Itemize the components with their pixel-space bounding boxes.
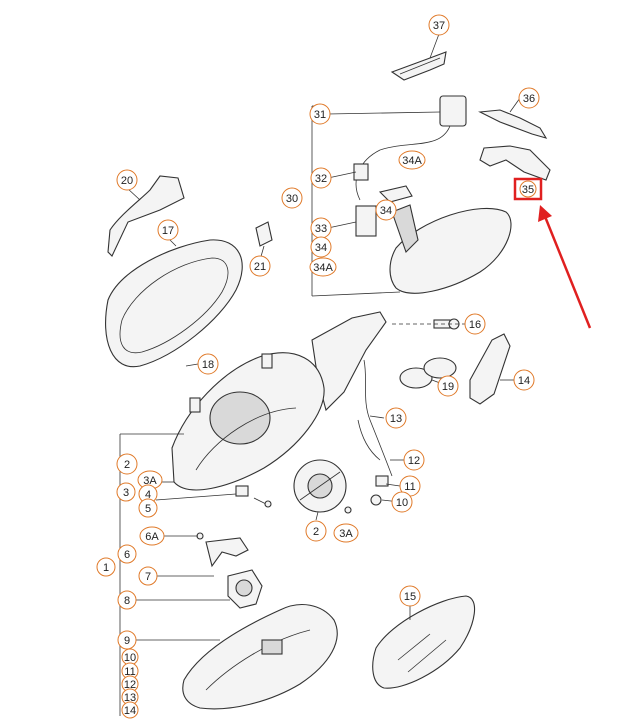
part-14-side-bracket [469,333,511,405]
callout-2-lower: 2 [305,520,327,542]
callouts: 37 36 31 34A 32 30 34 35 33 34 34A 20 17… [96,14,543,719]
svg-text:2: 2 [124,459,130,471]
svg-text:3A: 3A [143,475,157,487]
callout-34: 34 [310,236,332,258]
part-mirror-glass-small [389,204,512,294]
svg-text:15: 15 [404,591,416,603]
part-31-harness [353,95,467,237]
part-19-pair [399,357,457,389]
svg-text:18: 18 [202,359,214,371]
svg-text:8: 8 [124,595,130,607]
svg-text:9: 9 [124,635,130,647]
callout-34a: 34A [309,257,337,277]
part-37-clip [390,51,447,81]
part-15-mirror-glass [372,595,476,689]
callout-3: 3 [116,482,136,502]
part-36-turn-signal [478,109,548,139]
svg-text:20: 20 [121,175,133,187]
callout-21: 21 [249,255,271,277]
callout-6: 6 [117,544,137,564]
svg-text:5: 5 [145,503,151,515]
svg-text:11: 11 [124,666,135,678]
svg-text:4: 4 [145,489,151,501]
callout-17: 17 [157,219,179,241]
callout-10: 10 [391,491,413,513]
callout-12: 12 [403,449,425,471]
svg-text:19: 19 [442,381,454,393]
svg-text:10: 10 [396,497,408,509]
svg-text:1: 1 [103,562,109,574]
part-mirror-base-housing [171,311,387,491]
svg-text:12: 12 [408,455,420,467]
svg-text:13: 13 [390,413,402,425]
callout-32: 32 [310,167,332,189]
svg-text:11: 11 [404,481,415,493]
callout-5: 5 [138,498,158,518]
callout-13-list: 13 [121,688,139,706]
callout-12-list: 12 [121,675,139,693]
callout-36: 36 [518,87,540,109]
callout-9: 9 [117,630,137,650]
part-13-wiring [357,359,393,506]
callout-8: 8 [117,590,137,610]
callout-20: 20 [116,169,138,191]
part-6-bracket [196,532,249,568]
callout-14-list: 14 [121,701,139,719]
callout-19: 19 [437,375,459,397]
svg-text:17: 17 [162,225,174,237]
svg-text:34A: 34A [402,155,422,167]
svg-text:34: 34 [315,242,327,254]
svg-text:16: 16 [469,319,481,331]
annotation-arrow [538,205,592,329]
part-2-adjust-motor [293,459,347,513]
svg-text:33: 33 [315,223,327,235]
svg-text:34A: 34A [313,262,333,274]
callout-3a-lower: 3A [333,523,359,543]
callout-18: 18 [197,353,219,375]
svg-text:3A: 3A [339,528,353,540]
callout-37: 37 [428,14,450,36]
callout-16: 16 [464,313,486,335]
callout-31: 31 [309,103,331,125]
part-8-fold-motor [227,569,263,609]
svg-text:35: 35 [522,184,534,196]
svg-text:36: 36 [523,93,535,105]
svg-text:2: 2 [313,526,319,538]
svg-text:14: 14 [124,705,136,717]
part-35-housing-piece [479,145,551,181]
svg-text:3: 3 [123,487,129,499]
callout-6a: 6A [139,526,165,546]
part-3-screws [235,485,352,514]
svg-text:7: 7 [145,571,151,583]
svg-text:6A: 6A [145,531,159,543]
callout-13: 13 [385,407,407,429]
part-20-cover-bracket [107,175,185,257]
callout-10-list: 10 [121,648,139,666]
svg-text:14: 14 [518,375,530,387]
part-17-mirror-cap [105,239,243,368]
callout-34-mid: 34 [375,199,397,221]
svg-text:10: 10 [124,652,136,664]
svg-text:31: 31 [314,109,326,121]
callout-2: 2 [116,453,138,475]
callout-1: 1 [96,557,116,577]
svg-text:30: 30 [286,193,298,205]
callout-7: 7 [138,566,158,586]
callout-34a-top: 34A [398,150,426,170]
callout-33: 33 [310,217,332,239]
svg-text:32: 32 [315,173,327,185]
callout-30: 30 [281,187,303,209]
svg-text:6: 6 [124,549,130,561]
callout-35-highlighted: 35 [513,177,543,201]
part-21-small-piece [255,221,273,247]
callout-14: 14 [513,369,535,391]
svg-text:34: 34 [380,205,392,217]
part-9-lower-housing [182,604,338,710]
svg-text:13: 13 [124,692,136,704]
svg-text:21: 21 [254,261,266,273]
svg-text:37: 37 [433,20,445,32]
callout-15: 15 [399,585,421,607]
svg-text:12: 12 [124,679,136,691]
